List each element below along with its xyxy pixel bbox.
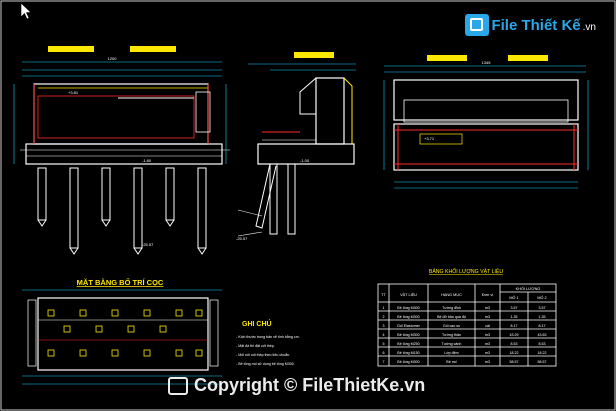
- note-item-2: - Mặt đá thi đặt cốt thép.: [236, 344, 275, 348]
- logo-text: File Thiết Kế: [491, 16, 581, 34]
- dim-right-1: 1345: [482, 60, 492, 65]
- table-cell: Gối cao su: [443, 324, 460, 328]
- table-cell: 3: [383, 324, 385, 328]
- table-cell: Tường cánh: [442, 342, 462, 346]
- dim-elev-3: -25.57: [142, 242, 154, 247]
- table-cell: 18.22: [538, 351, 547, 355]
- table-cell: Bê tông M300: [397, 360, 419, 364]
- material-table-rows: 1 Bê tông M300 Tường đỉnh m3 3.57 3.57 2 Bê tôn…: [383, 306, 547, 364]
- copyright-watermark: Copyright © FileThietKe.vn: [168, 375, 425, 396]
- table-cell: 7: [383, 360, 385, 364]
- title-bar-left-elevation: [48, 46, 94, 52]
- table-cell: Bệ mố: [446, 360, 456, 364]
- table-cell: 58.57: [538, 360, 547, 364]
- table-cell: Bê tông M250: [397, 342, 419, 346]
- table-cell: 43.63: [538, 333, 547, 337]
- folder-icon: [465, 14, 490, 36]
- folder-icon: [168, 376, 188, 395]
- dim-mid-1: -25.57: [236, 236, 248, 241]
- brand-logo[interactable]: File Thiết Kế .vn: [465, 14, 596, 36]
- table-cell: 8.53: [539, 342, 546, 346]
- table-cell: Tường thân: [442, 333, 461, 337]
- table-cell: Bê tông M300: [397, 315, 419, 319]
- table-cell: 3.57: [511, 306, 518, 310]
- table-cell: Gối Elastomer: [397, 324, 421, 328]
- table-header-item: HẠNG MỤC: [441, 293, 462, 297]
- dim-elev-1: +3.81: [68, 90, 79, 95]
- note-item-1: - Kích thước trong bản vẽ tính bằng cm.: [236, 334, 300, 339]
- table-cell: m3: [485, 315, 490, 319]
- title-bar-right-1: [427, 55, 467, 61]
- table-cell: 1.35: [511, 315, 518, 319]
- cursor-icon: [20, 2, 32, 20]
- table-cell: 6: [383, 351, 385, 355]
- title-bar-right-2: [508, 55, 548, 61]
- table-cell: m3: [485, 306, 490, 310]
- table-cell: 8.17: [511, 324, 518, 328]
- table-cell: 8.17: [539, 324, 546, 328]
- right-plan: [383, 65, 589, 189]
- table-cell: 1.35: [539, 315, 546, 319]
- table-cell: 4: [383, 333, 385, 337]
- table-cell: 58.57: [510, 360, 519, 364]
- table-header-quantity: KHỐI LƯỢNG: [516, 286, 541, 291]
- note-item-4: - Bê tông mố sử dụng bê tông M300.: [236, 362, 295, 366]
- table-cell: 43.29: [510, 333, 519, 337]
- table-subheader-1: MỐ 1: [509, 295, 518, 300]
- logo-domain: .vn: [582, 21, 596, 33]
- table-cell: 1: [383, 306, 385, 310]
- table-cell: Tường đỉnh: [442, 306, 461, 310]
- table-cell: m3: [485, 351, 490, 355]
- dim-mid-2: -1.00: [300, 158, 310, 163]
- table-cell: 5: [383, 342, 385, 346]
- notes-title: GHI CHÚ: [242, 319, 272, 328]
- material-table-title: BẢNG KHỐI LƯỢNG VẬT LIỆU: [429, 267, 503, 275]
- material-table-grid: [377, 283, 557, 367]
- table-cell: cái: [485, 324, 490, 328]
- dim-right-2: +3.71: [424, 136, 435, 141]
- table-cell: 3.57: [539, 306, 546, 310]
- table-cell: Lớp đệm: [444, 351, 458, 355]
- table-cell: 8.53: [511, 342, 518, 346]
- table-cell: Bệ đỡ bản quá độ: [437, 315, 466, 319]
- title-bar-mid: [294, 52, 334, 58]
- dim-elev-2: -1.80: [142, 158, 152, 163]
- mid-section: [237, 63, 356, 237]
- pile-plan-title: MẶT BẰNG BỐ TRÍ CỌC: [77, 277, 164, 287]
- table-header-unit: Đơn vị: [482, 293, 493, 297]
- note-item-3: - Mối nối cốt thép theo tiêu chuẩn.: [236, 353, 290, 357]
- pile-plan: [22, 289, 222, 385]
- table-header-material: VẬT LIỆU: [400, 292, 417, 297]
- table-subheader-2: MỐ 2: [537, 295, 546, 300]
- table-cell: 18.22: [510, 351, 519, 355]
- title-bar-left-section: [130, 46, 176, 52]
- dim-top-left: 1200: [108, 56, 118, 61]
- table-cell: Bê tông M300: [397, 306, 419, 310]
- table-cell: 2: [383, 315, 385, 319]
- table-cell: m3: [485, 333, 490, 337]
- table-cell: Bê tông M300: [397, 333, 419, 337]
- table-cell: Bê tông M150: [397, 351, 419, 355]
- watermark-text: Copyright © FileThietKe.vn: [194, 375, 426, 395]
- table-header-tt: TT: [381, 293, 386, 297]
- table-cell: m3: [485, 360, 490, 364]
- left-elevation: [13, 61, 230, 255]
- table-cell: m3: [485, 342, 490, 346]
